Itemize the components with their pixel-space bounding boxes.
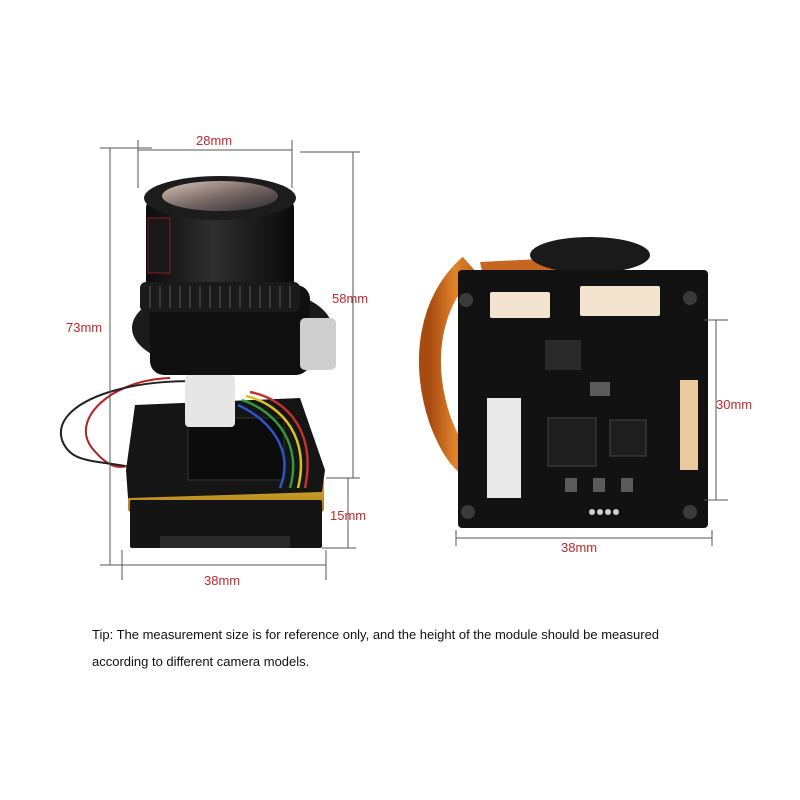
mount-hole	[461, 505, 475, 519]
red-wire	[85, 377, 171, 468]
rear-lens	[530, 237, 650, 273]
ir-cut-base	[185, 375, 235, 427]
mount-hole	[683, 505, 697, 519]
lens-barrel	[146, 198, 294, 308]
jst-connector	[490, 292, 550, 318]
power-inductor	[545, 340, 581, 370]
dimension-left-board-width: 38mm	[204, 573, 241, 588]
tip-line-1: Tip: The measurement size is for referen…	[92, 627, 660, 642]
mount-hole	[459, 293, 473, 307]
memory-chip	[609, 419, 647, 457]
smd-component	[593, 478, 605, 492]
stepper-motor	[300, 318, 336, 370]
focus-ring-grip	[149, 286, 291, 308]
test-pads	[589, 509, 619, 515]
smd-component	[565, 478, 577, 492]
left-dimension-lines	[100, 140, 360, 580]
fpc-connector	[487, 398, 521, 498]
dimension-lens-width: 28mm	[196, 133, 233, 148]
right-camera-module	[419, 237, 708, 528]
sensor-socket	[187, 417, 285, 481]
left-camera-module	[59, 176, 336, 548]
right-dimension-lines	[455, 319, 728, 546]
motor-wire-red	[249, 390, 309, 489]
bottom-connector	[160, 536, 290, 548]
smd-component	[590, 382, 610, 396]
dimension-board-height: 15mm	[330, 508, 367, 523]
dimension-lens-height: 58mm	[332, 291, 369, 306]
motor-wire-green	[241, 398, 295, 489]
processor-chip	[547, 417, 597, 467]
black-wire	[59, 380, 231, 467]
lens-label	[147, 217, 171, 274]
dimension-right-height: 30mm	[716, 397, 753, 412]
motor-wire-yellow	[245, 394, 303, 489]
lens-glass	[162, 181, 278, 211]
dimension-total-height: 73mm	[66, 320, 103, 335]
dimension-right-width: 38mm	[561, 540, 598, 555]
side-connector	[680, 380, 698, 470]
tip-line-2: according to different camera models.	[92, 654, 310, 669]
smd-component	[621, 478, 633, 492]
jst-connector	[580, 286, 660, 316]
mount-hole	[683, 291, 697, 305]
motor-wire-blue	[237, 403, 286, 489]
